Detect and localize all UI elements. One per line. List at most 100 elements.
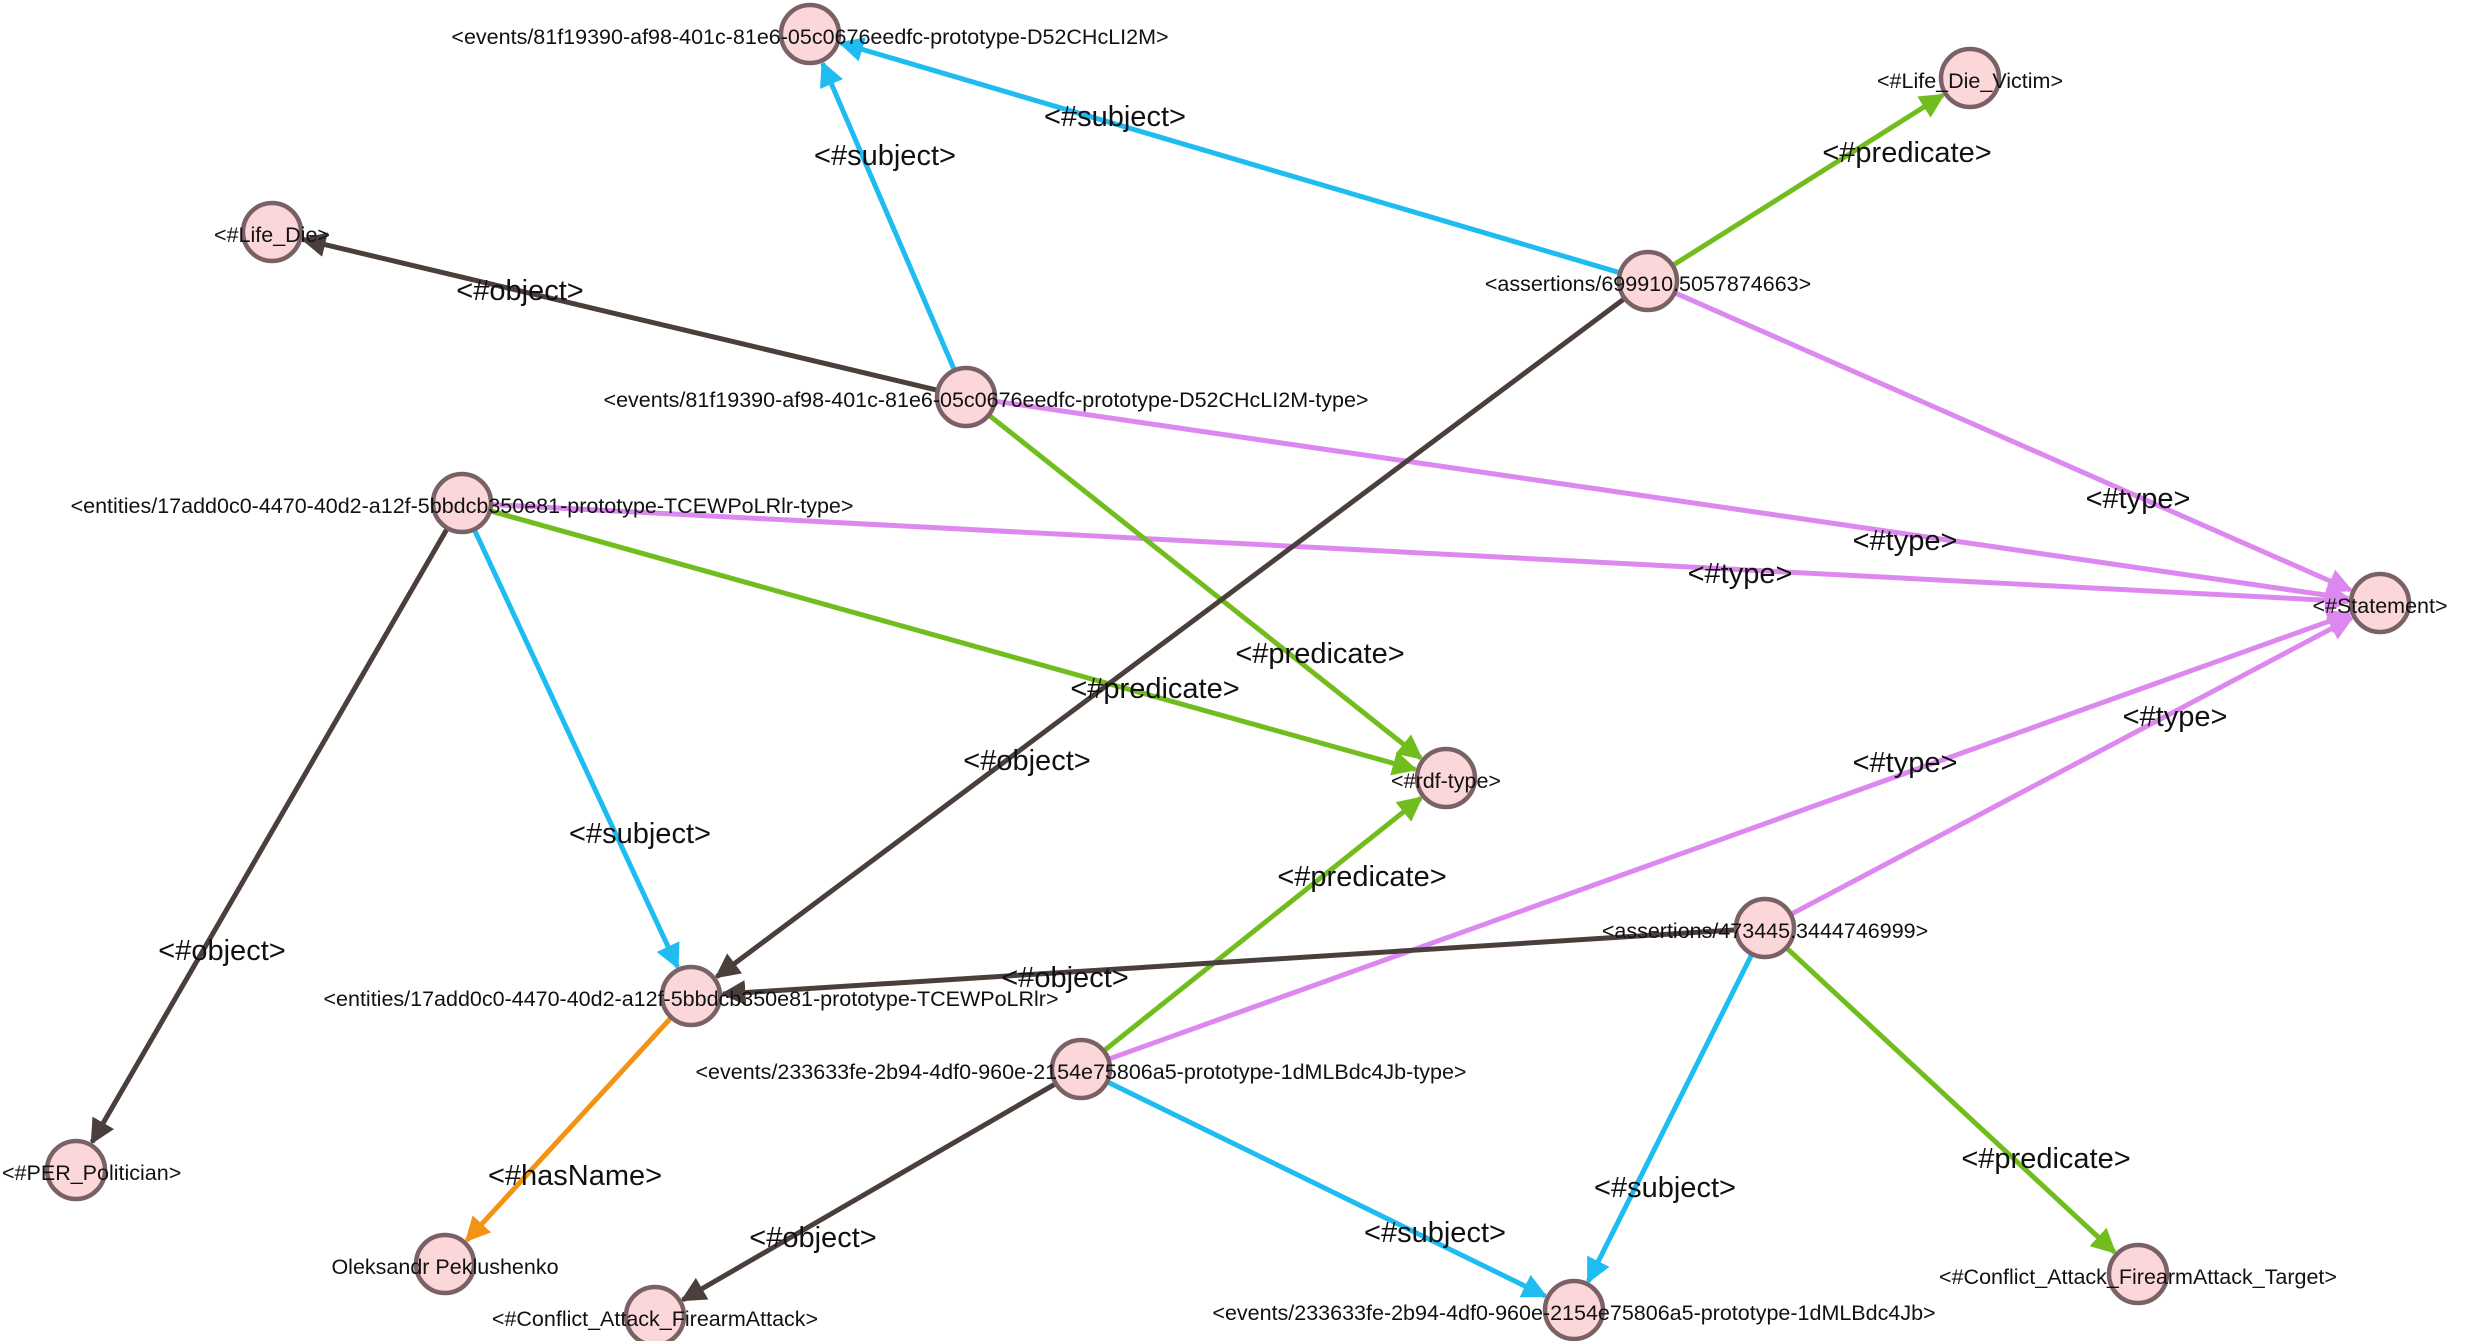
edge-label: <#object> — [158, 935, 285, 967]
node-circle[interactable] — [1938, 46, 2002, 110]
graph-node[interactable]: <assertions/473445.3444746999> — [1602, 896, 1928, 960]
edge-line — [1107, 609, 2353, 1062]
edge-label: <#hasName> — [488, 1160, 662, 1192]
edge-line — [1102, 795, 1423, 1053]
edge-hasName — [464, 1015, 674, 1243]
edge-predicate — [1102, 795, 1423, 1053]
edge-layer — [89, 37, 2354, 1303]
node-circle[interactable] — [1542, 1278, 1606, 1341]
edge-label: <#object> — [1001, 962, 1128, 994]
edge-object — [720, 927, 1737, 1006]
graph-node[interactable]: <#Conflict_Attack_FirearmAttack_Target> — [1939, 1242, 2337, 1306]
edge-subject — [838, 37, 1621, 276]
edge-label: <#predicate> — [1277, 861, 1446, 893]
edge-label: <#predicate> — [1822, 137, 1991, 169]
node-label: <assertions/473445.3444746999> — [1602, 919, 1928, 943]
edge-type — [1107, 609, 2353, 1062]
edge-object — [300, 232, 939, 393]
edge-label: <#subject> — [569, 818, 711, 850]
graph-node[interactable]: <#PER_Politician> — [2, 1138, 181, 1202]
edge-label: <#object> — [749, 1222, 876, 1254]
edge-label: <#type> — [1853, 525, 1958, 557]
graph-node[interactable]: <events/81f19390-af98-401c-81e6-05c0676e… — [451, 2, 1169, 66]
edge-subject — [1105, 1079, 1548, 1299]
node-label: <events/81f19390-af98-401c-81e6-05c0676e… — [604, 388, 1369, 412]
graph-node[interactable]: <entities/17add0c0-4470-40d2-a12f-5bbdcb… — [323, 964, 1059, 1028]
graph-node[interactable]: Oleksandr Peklushenko — [331, 1232, 559, 1296]
node-circle[interactable] — [1733, 896, 1797, 960]
edge-object — [680, 1081, 1058, 1303]
graph-node[interactable]: <#Life_Die> — [214, 200, 330, 264]
edge-line — [820, 61, 957, 372]
node-circle[interactable] — [240, 200, 304, 264]
edge-object — [89, 526, 450, 1145]
node-circle[interactable] — [934, 365, 998, 429]
edge-label: <#object> — [963, 745, 1090, 777]
edge-line — [490, 502, 2351, 613]
edge-line — [489, 508, 1418, 776]
graph-node[interactable]: <assertions/699910.5057874663> — [1485, 249, 1811, 313]
node-circle[interactable] — [623, 1284, 687, 1341]
node-circle[interactable] — [44, 1138, 108, 1202]
edge-subject — [471, 528, 680, 970]
edge-line — [1105, 1079, 1548, 1299]
graph-node[interactable]: <events/233633fe-2b94-4df0-960e-2154e758… — [1212, 1278, 1936, 1341]
edge-line — [89, 526, 450, 1145]
edge-line — [987, 413, 1423, 761]
node-circle[interactable] — [659, 964, 723, 1028]
node-label: <#Life_Die> — [214, 223, 330, 247]
node-label: <#Conflict_Attack_FirearmAttack> — [492, 1307, 818, 1331]
edge-line — [1789, 615, 2354, 917]
graph-node[interactable]: <#Life_Die_Victim> — [1877, 46, 2063, 110]
edge-subject — [820, 61, 957, 372]
node-circle[interactable] — [1616, 249, 1680, 313]
node-circle[interactable] — [430, 471, 494, 535]
edge-label: <#predicate> — [1961, 1143, 2130, 1175]
graph-node[interactable]: <#Conflict_Attack_FirearmAttack> — [492, 1284, 818, 1341]
edge-predicate — [987, 413, 1423, 761]
node-label: <entities/17add0c0-4470-40d2-a12f-5bbdcb… — [323, 987, 1058, 1011]
node-label: <events/81f19390-af98-401c-81e6-05c0676e… — [451, 25, 1168, 49]
node-label: <#PER_Politician> — [2, 1161, 181, 1185]
edge-line — [680, 1081, 1058, 1303]
edge-predicate — [489, 508, 1418, 776]
node-circle[interactable] — [2348, 571, 2412, 635]
graph-node[interactable]: <#Statement> — [2312, 571, 2448, 635]
edge-line — [720, 927, 1737, 1006]
node-label: <#Statement> — [2312, 594, 2447, 618]
edge-predicate — [1671, 92, 1946, 268]
edge-label: <#type> — [1688, 558, 1793, 590]
edge-label: <#subject> — [1364, 1217, 1506, 1249]
graph-node[interactable]: <events/233633fe-2b94-4df0-960e-2154e758… — [696, 1037, 1467, 1101]
edge-predicate — [1784, 945, 2117, 1255]
edge-label: <#type> — [1853, 747, 1958, 779]
graph-node[interactable]: <events/81f19390-af98-401c-81e6-05c0676e… — [604, 365, 1369, 429]
edge-label: <#subject> — [1044, 101, 1186, 133]
node-circle[interactable] — [1414, 746, 1478, 810]
edge-type — [994, 398, 2351, 608]
edge-line — [1586, 952, 1755, 1284]
node-label: <#Life_Die_Victim> — [1877, 69, 2063, 93]
node-label: <events/233633fe-2b94-4df0-960e-2154e758… — [1212, 1301, 1935, 1325]
graph-node[interactable]: <#rdf-type> — [1391, 746, 1501, 810]
edge-label: <#predicate> — [1070, 673, 1239, 705]
node-circle[interactable] — [1049, 1037, 1113, 1101]
edge-type — [1789, 615, 2354, 917]
edge-line — [464, 1015, 674, 1243]
edge-line — [1784, 945, 2117, 1255]
edge-line — [714, 296, 1627, 979]
node-circle[interactable] — [413, 1232, 477, 1296]
graph-node[interactable]: <entities/17add0c0-4470-40d2-a12f-5bbdcb… — [71, 471, 854, 535]
node-label: <#rdf-type> — [1391, 769, 1501, 793]
edge-line — [1673, 290, 2353, 593]
edge-label-layer: <#subject> <#subject> <#predicate> <#object… — [158, 101, 2227, 1254]
node-label: <#Conflict_Attack_FirearmAttack_Target> — [1939, 1265, 2337, 1289]
edge-label: <#subject> — [1594, 1172, 1736, 1204]
node-circle[interactable] — [2106, 1242, 2170, 1306]
edge-line — [838, 37, 1621, 276]
edge-type — [1673, 290, 2353, 593]
edge-line — [471, 528, 680, 970]
node-circle[interactable] — [778, 2, 842, 66]
